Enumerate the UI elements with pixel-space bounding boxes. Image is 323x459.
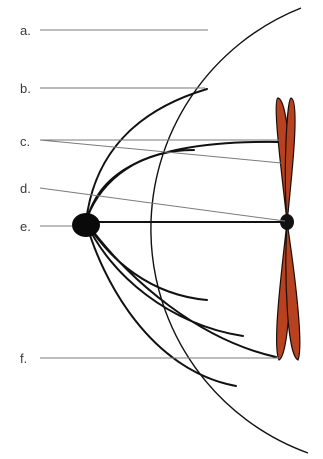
labels: a. b. c. d. e. f.	[20, 23, 31, 366]
centrosome	[72, 213, 100, 237]
label-f: f.	[20, 351, 27, 366]
spindle-fiber	[86, 150, 194, 222]
label-b: b.	[20, 81, 31, 96]
centromere	[280, 214, 294, 230]
chromosome	[276, 98, 300, 360]
leader-lines	[40, 30, 285, 358]
label-a: a.	[20, 23, 31, 38]
cell-membrane	[151, 8, 308, 453]
leader-line-c2	[40, 140, 281, 163]
label-c: c.	[20, 134, 30, 149]
label-e: e.	[20, 219, 31, 234]
spindle-fibers	[86, 89, 287, 386]
label-d: d.	[20, 181, 31, 196]
